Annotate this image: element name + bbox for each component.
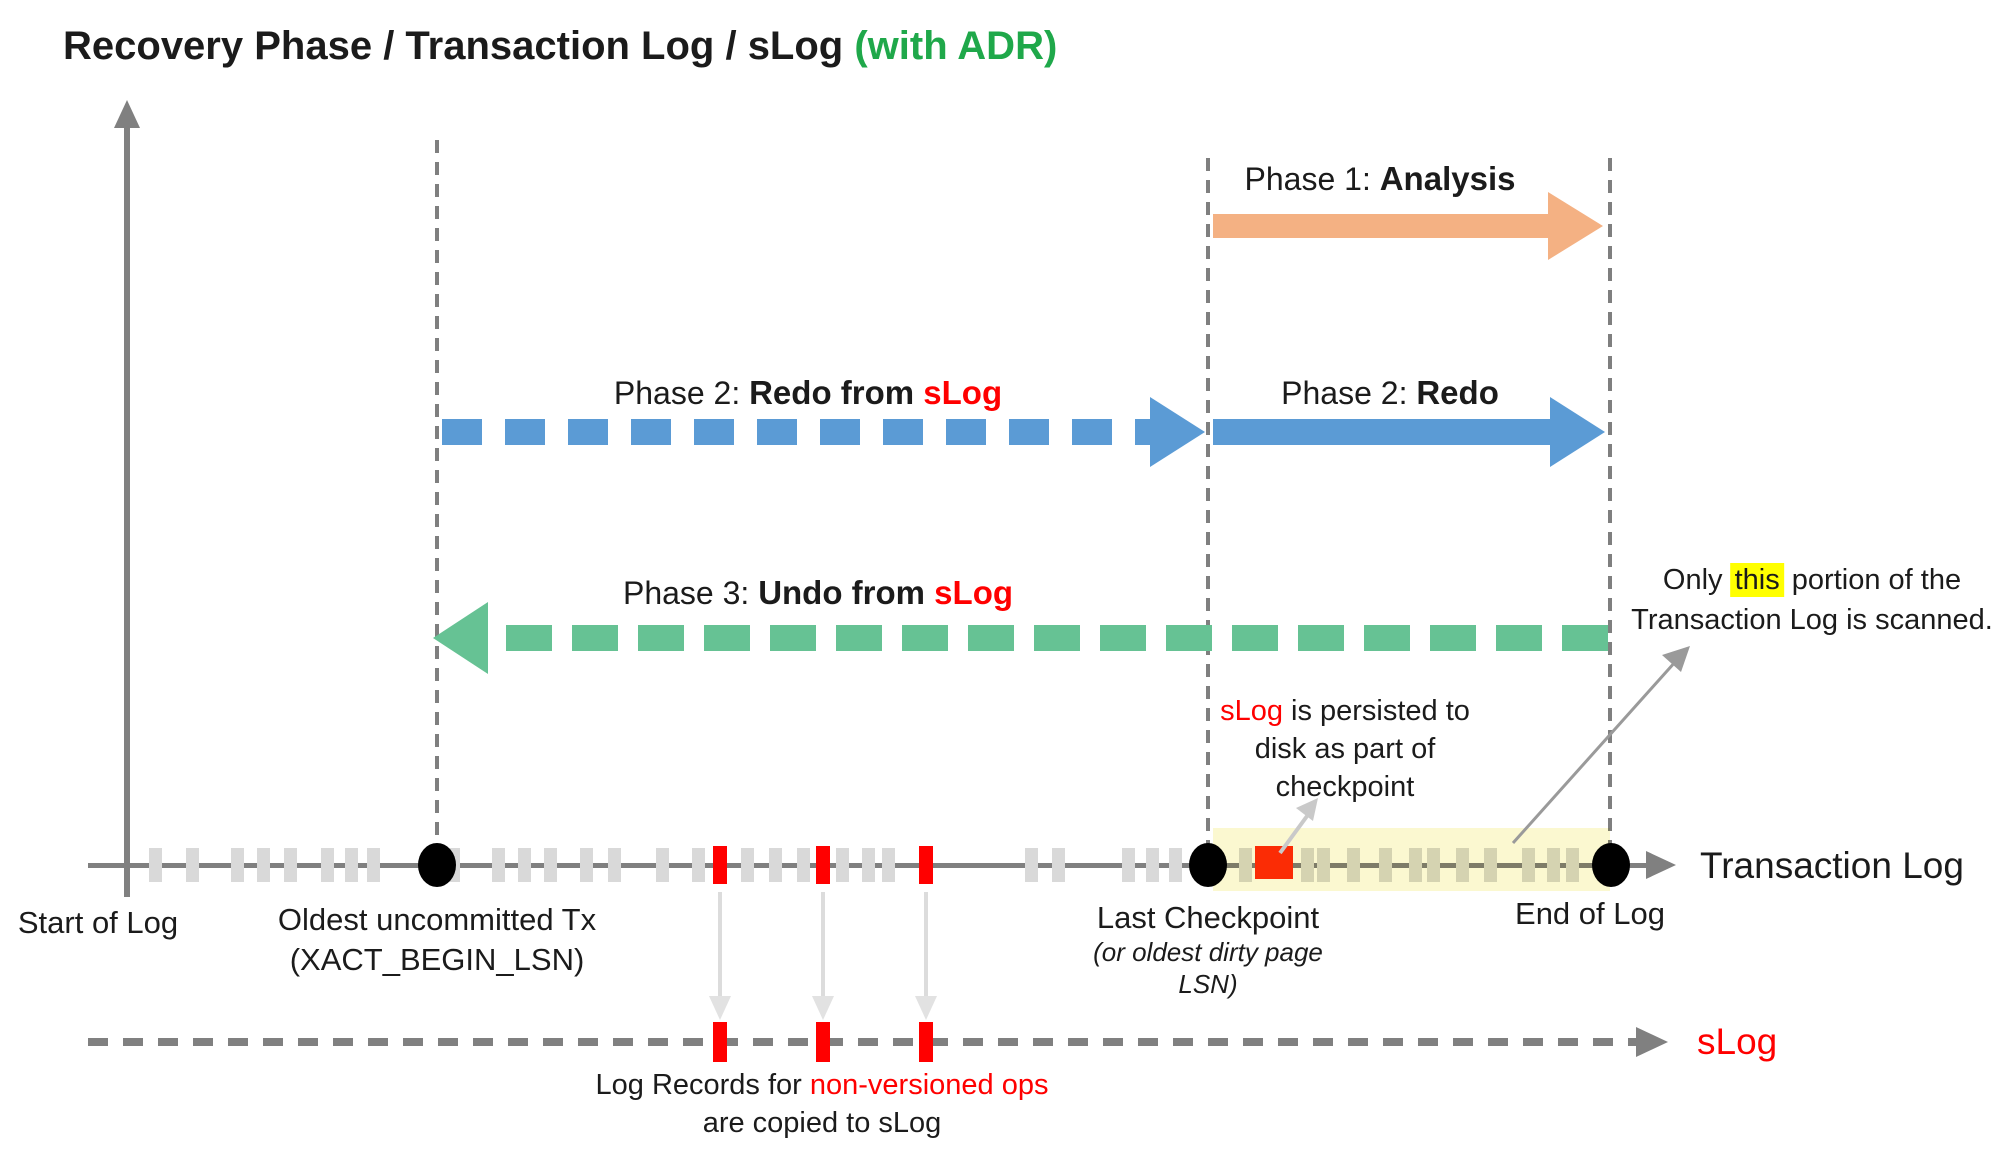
- last-checkpoint-dashed-line: [1206, 158, 1210, 865]
- phase2-slog-bold: Redo from: [749, 374, 924, 411]
- copy-arrowhead-icon: [812, 996, 834, 1020]
- log-record-tick: [517, 848, 531, 882]
- phase1-prefix: Phase 1:: [1244, 161, 1380, 197]
- copied-line2: are copied to sLog: [702, 1107, 942, 1139]
- persisted-line1: is persisted to: [1282, 695, 1470, 727]
- log-record-tick: [740, 848, 754, 882]
- phase2-slog-red: sLog: [923, 374, 1003, 411]
- oldest-uncommitted-line1: Oldest uncommitted Tx: [277, 902, 597, 937]
- transaction-log-arrowhead-icon: [1646, 851, 1676, 879]
- slog-copied-record-tick: [919, 1022, 933, 1062]
- phase2-label: Phase 2: Redo: [1281, 374, 1499, 412]
- copy-arrowhead-icon: [915, 996, 937, 1020]
- phase2-redo-arrow: [1213, 419, 1550, 445]
- log-record-tick: [185, 848, 199, 882]
- transaction-log-axis-label: Transaction Log: [1700, 845, 1964, 886]
- log-record-tick: [344, 848, 358, 882]
- log-record-tick: [256, 848, 270, 882]
- phase2-dashed-arrowhead-icon: [1150, 397, 1205, 467]
- title-main: Recovery Phase / Transaction Log / sLog: [63, 24, 855, 68]
- log-record-tick: [283, 848, 297, 882]
- phase1-bold: Analysis: [1379, 160, 1516, 197]
- log-record-tick: [230, 848, 244, 882]
- slog-arrowhead-icon: [1636, 1027, 1668, 1057]
- non-versioned-record-tick: [713, 846, 727, 884]
- scanned-portion-highlight: [1213, 828, 1610, 891]
- slog-copied-record-tick: [816, 1022, 830, 1062]
- log-record-tick: [607, 848, 621, 882]
- phase2-bold: Redo: [1416, 374, 1499, 411]
- phase3-prefix: Phase 3:: [622, 575, 759, 611]
- phase3-bold: Undo from: [758, 574, 935, 611]
- log-record-tick: [148, 848, 162, 882]
- scanned-note-arrow-icon: [1511, 646, 1690, 845]
- slog-persisted-note: sLog is persisted to disk as part of che…: [1220, 692, 1470, 806]
- phase1-label: Phase 1: Analysis: [1245, 160, 1516, 198]
- copied-records-note: Log Records for non-versioned ops are co…: [596, 1066, 1049, 1142]
- phase2-redo-from-slog-arrow: [442, 419, 1154, 445]
- last-checkpoint-line3: LSN): [1178, 969, 1238, 999]
- page-title: Recovery Phase / Transaction Log / sLog …: [63, 24, 1057, 69]
- log-record-tick: [796, 848, 810, 882]
- log-record-tick: [543, 848, 557, 882]
- log-record-tick: [1024, 848, 1038, 882]
- log-record-tick: [320, 848, 334, 882]
- last-checkpoint-dot: [1189, 843, 1227, 887]
- phase1-arrowhead-icon: [1548, 192, 1603, 260]
- scanned-highlighted-word: this: [1730, 563, 1784, 597]
- log-record-tick: [366, 848, 380, 882]
- log-record-tick: [691, 848, 705, 882]
- log-record-tick: [835, 848, 849, 882]
- oldest-uncommitted-line2: (XACT_BEGIN_LSN): [289, 942, 585, 977]
- phase2-slog-prefix: Phase 2:: [613, 375, 750, 411]
- log-record-tick: [1168, 848, 1182, 882]
- copied-red: non-versioned ops: [809, 1069, 1049, 1101]
- phase3-undo-from-slog-arrow: [488, 625, 1608, 651]
- log-record-tick: [881, 848, 895, 882]
- scanned-pre: Only: [1662, 564, 1731, 596]
- non-versioned-record-tick: [816, 846, 830, 884]
- end-of-log-dashed-line: [1608, 158, 1612, 865]
- phase3-arrowhead-icon: [433, 602, 488, 674]
- persisted-line2: disk as part of: [1254, 733, 1436, 765]
- oldest-uncommitted-label: Oldest uncommitted Tx (XACT_BEGIN_LSN): [278, 900, 596, 980]
- vertical-axis: [124, 126, 130, 897]
- phase3-label: Phase 3: Undo from sLog: [623, 574, 1013, 612]
- scanned-post: portion of the: [1783, 564, 1962, 596]
- log-record-tick: [579, 848, 593, 882]
- phase2-prefix: Phase 2:: [1281, 375, 1417, 411]
- scanned-line2: Transaction Log is scanned.: [1631, 604, 1993, 636]
- phase2-slog-label: Phase 2: Redo from sLog: [614, 374, 1002, 412]
- phase2-arrowhead-icon: [1550, 397, 1605, 467]
- oldest-uncommitted-dot: [418, 843, 456, 887]
- slog-axis-label: sLog: [1697, 1021, 1778, 1062]
- slog-copied-record-tick: [713, 1022, 727, 1062]
- start-of-log-label: Start of Log: [17, 905, 179, 940]
- log-record-tick: [861, 848, 875, 882]
- log-record-tick: [1145, 848, 1159, 882]
- last-checkpoint-label: Last Checkpoint (or oldest dirty page LS…: [1093, 900, 1323, 1000]
- vertical-axis-arrowhead-icon: [114, 100, 140, 128]
- copied-black: Log Records for: [595, 1069, 810, 1101]
- phase1-analysis-arrow: [1213, 214, 1553, 238]
- end-of-log-dot: [1592, 843, 1630, 887]
- last-checkpoint-line2: (or oldest dirty page: [1093, 937, 1323, 967]
- log-record-tick: [491, 848, 505, 882]
- scanned-portion-note: Only this portion of the Transaction Log…: [1631, 560, 1993, 640]
- oldest-uncommitted-dashed-line: [435, 140, 439, 865]
- log-record-tick: [655, 848, 669, 882]
- end-of-log-label: End of Log: [1515, 896, 1665, 931]
- persisted-red-word: sLog: [1220, 695, 1283, 727]
- slog-dashed-line: [88, 1038, 1636, 1046]
- non-versioned-record-tick: [919, 846, 933, 884]
- persisted-line3: checkpoint: [1275, 771, 1415, 803]
- copy-arrowhead-icon: [709, 996, 731, 1020]
- log-record-tick: [768, 848, 782, 882]
- copy-to-slog-arrows: [709, 892, 937, 1020]
- title-adr-suffix: (with ADR): [854, 24, 1058, 68]
- log-record-tick: [1051, 848, 1065, 882]
- last-checkpoint-line1: Last Checkpoint: [1096, 900, 1320, 935]
- log-record-tick: [1121, 848, 1135, 882]
- phase3-red: sLog: [934, 574, 1014, 611]
